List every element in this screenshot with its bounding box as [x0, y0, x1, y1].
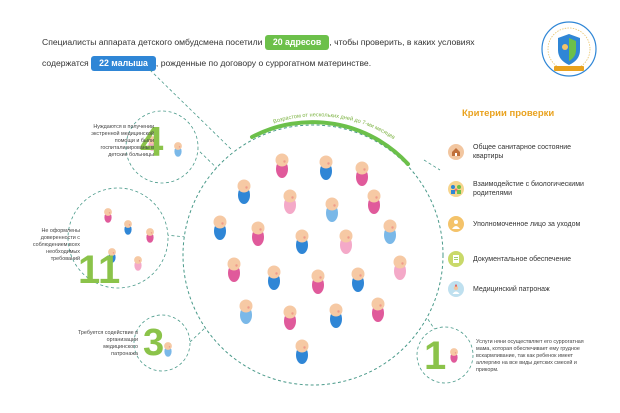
baby-figure [295, 229, 309, 254]
header-line2-after: , рожденные по договору о суррогатном ма… [155, 58, 372, 68]
baby-figure [124, 220, 132, 235]
baby-figure [104, 208, 112, 223]
baby-figure [227, 257, 241, 282]
group-number-3: 3 [143, 322, 165, 364]
baby-figure [148, 136, 156, 151]
baby-figure [275, 153, 289, 178]
criterion-parents: Взаимодейстие с биологическими родителям… [448, 180, 598, 198]
group-number-11: 11 [78, 248, 121, 292]
criteria-title: Критерии проверки [462, 108, 555, 119]
caregiver-icon [448, 216, 464, 232]
group-circle-4 [125, 110, 199, 184]
babies-pill: 22 малыша [91, 56, 156, 72]
baby-figure [351, 267, 365, 292]
criterion-label: Общее санитарное состояние квартиры [473, 144, 571, 160]
group-circle-3 [133, 314, 191, 372]
baby-figure [237, 179, 251, 204]
connector-header [149, 69, 233, 151]
criterion-documents: Документальное обеспечение [448, 251, 598, 267]
family-icon [448, 181, 464, 197]
group-circle-11 [67, 187, 169, 289]
header-line1-before: Специалисты аппарата детского омбудсмена… [42, 37, 263, 47]
baby-figure [383, 219, 397, 244]
baby-figure [108, 248, 116, 263]
baby-figure [295, 339, 309, 364]
baby-figure [174, 142, 182, 157]
header-text: Специалисты аппарата детского омбудсмена… [42, 32, 512, 74]
baby-figure [146, 228, 154, 243]
baby-figure [325, 197, 339, 222]
baby-figure [164, 342, 172, 357]
baby-figure [450, 348, 458, 363]
group-note-11: Не оформлены доверенности с соблюдением … [32, 228, 80, 262]
baby-figure [283, 189, 297, 214]
baby-figure [319, 155, 333, 180]
baby-figure [213, 215, 227, 240]
baby-figure [239, 299, 253, 324]
addresses-pill: 20 адресов [264, 35, 330, 51]
baby-figure [367, 189, 381, 214]
baby-figure [393, 255, 407, 280]
criterion-label: Уполномоченное лицо за уходом [473, 220, 581, 228]
nurse-icon [448, 281, 464, 297]
group-circle-1 [416, 326, 474, 384]
group-number-4: 4 [140, 118, 164, 165]
baby-figure [329, 303, 343, 328]
criterion-sanitary: Общее санитарное состояние квартиры [448, 143, 598, 161]
criterion-label: Документальное обеспечение [473, 255, 572, 263]
baby-figure [355, 161, 369, 186]
baby-figure [283, 305, 297, 330]
criterion-medical: Медицинский патронаж [448, 281, 598, 297]
group-note-1: Услуги няни осуществляет его суррогатная… [476, 339, 584, 373]
group-note-4: Нуждаются в получении экстренной медицин… [91, 124, 154, 158]
baby-figures [104, 136, 458, 364]
group-note-3: Требуется содействие в организации медиц… [77, 330, 138, 357]
document-icon [448, 251, 464, 267]
header-line1-after: , чтобы проверить, в каких условиях [329, 37, 475, 47]
ombudsman-logo [541, 21, 597, 77]
baby-figure [339, 229, 353, 254]
header-line2-before: содержатся [42, 58, 89, 68]
baby-figure [134, 256, 142, 271]
main-circle [182, 124, 444, 386]
age-arc [250, 120, 410, 166]
group-number-1: 1 [424, 334, 447, 378]
criterion-label: Взаимодейстие с биологическими родителям… [473, 181, 584, 197]
baby-figure [311, 269, 325, 294]
baby-figure [251, 221, 265, 246]
baby-figure [267, 265, 281, 290]
house-icon [448, 144, 464, 160]
baby-figure [371, 297, 385, 322]
criterion-caregiver: Уполномоченное лицо за уходом [448, 216, 598, 232]
criterion-label: Медицинский патронаж [473, 285, 550, 293]
